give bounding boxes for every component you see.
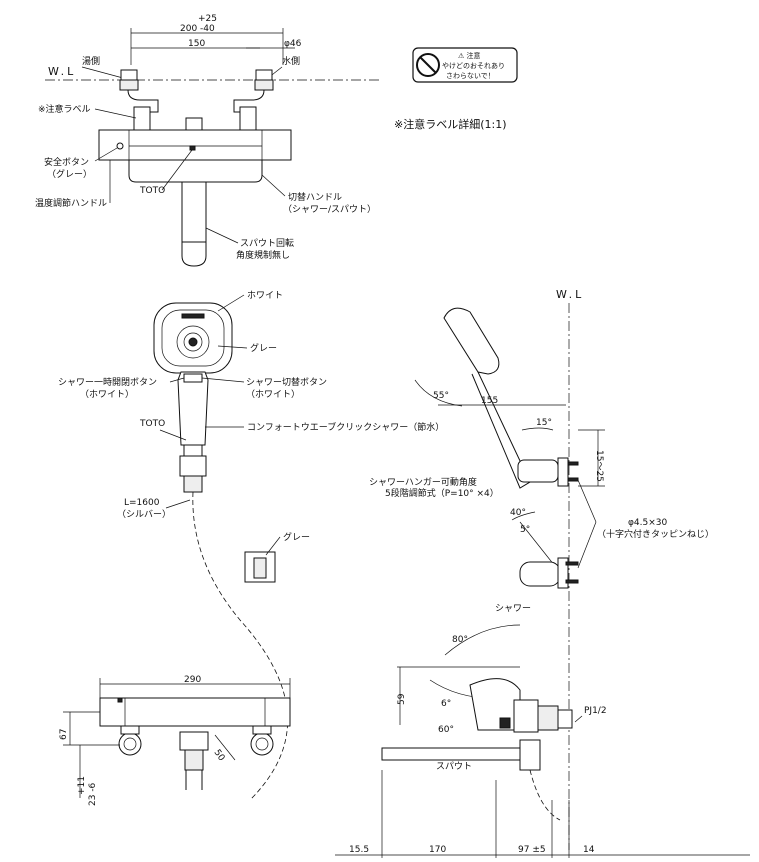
dim-59: 59 <box>397 693 407 705</box>
pj-label: PJ1/2 <box>584 706 607 716</box>
pause-button-color: （ホワイト） <box>80 389 134 400</box>
angle-5: 5° <box>520 525 530 535</box>
side-view-faucet: シャワー 80° 59 6° 60° スパウト PJ1/2 <box>381 604 607 821</box>
screw-label: φ4.5×30 <box>628 518 668 528</box>
switch-handle-sub: （シャワー/スパウト） <box>283 204 376 215</box>
side-view-shower: W.L 55° 155 15° 15～25 シャワーハンガー可動角度 5段階調節… <box>369 288 714 850</box>
dim-plus11: +11 <box>77 776 87 795</box>
angle-60: 60° <box>438 725 454 735</box>
spout-rotation-label: スパウト回転 <box>240 238 294 249</box>
angle-40: 40° <box>510 508 526 518</box>
safety-button-label: 安全ボタン <box>44 156 89 168</box>
dim-150: 150 <box>188 39 205 49</box>
bottom-dimensions: 15.5 170 97 ±5 14 <box>335 770 750 858</box>
dim-170: 170 <box>429 845 446 855</box>
gray-label: グレー <box>250 342 277 354</box>
shower-model-label: コンフォートウエーブクリックシャワー（節水） <box>247 421 444 433</box>
angle-15: 15° <box>536 418 552 428</box>
dim-155: 155 <box>481 396 498 406</box>
caution-line2: やけどのおそれあり <box>442 62 505 70</box>
white-label: ホワイト <box>247 290 283 301</box>
toto-mark-head: TOTO <box>139 419 165 429</box>
caution-detail-title: ※注意ラベル詳細(1:1) <box>394 117 507 131</box>
wl-label-top: W.L <box>48 65 76 78</box>
top-view: +25 200 -40 150 φ46 W.L 湯側 水側 ※注意ラベル <box>35 14 380 267</box>
front-view: 290 50 67 +11 23 -6 <box>59 675 291 806</box>
dim-plus25: +25 <box>198 14 217 24</box>
toto-mark-top: TOTO <box>139 186 165 196</box>
holder-detail: グレー <box>244 531 310 583</box>
safety-button-color: （グレー） <box>47 168 92 180</box>
dim-50: 50 <box>212 748 227 763</box>
switch-handle-label: 切替ハンドル <box>288 191 342 203</box>
temp-handle-label: 温度調節ハンドル <box>35 197 107 209</box>
holder-gray-label: グレー <box>283 531 310 543</box>
shower-label: シャワー <box>495 604 531 614</box>
caution-label-detail: ⚠ 注意 やけどのおそれあり さわらないで！ ※注意ラベル詳細(1:1) <box>394 47 518 131</box>
hose-length-label: L=1600 <box>124 498 160 508</box>
hanger-sub: 5段階調節式（P=10° ×4） <box>385 487 499 499</box>
spout-label: スパウト <box>436 761 472 772</box>
pause-button-label: シャワー一時開閉ボタン <box>58 377 157 388</box>
spout-rotation-sub: 角度規制無し <box>236 249 290 261</box>
dim-97: 97 ±5 <box>518 845 546 855</box>
shower-head-front: ホワイト グレー シャワー一時開閉ボタン （ホワイト） シャワー切替ボタン （ホ… <box>58 290 444 801</box>
caution-line1: ⚠ 注意 <box>458 51 481 60</box>
dim-phi46: φ46 <box>284 39 302 49</box>
water-side-label: 水側 <box>282 55 300 67</box>
wl-label-side: W.L <box>556 288 584 301</box>
switch-button-label: シャワー切替ボタン <box>246 376 327 388</box>
dim-200: 200 -40 <box>180 24 215 34</box>
dim-15-5: 15.5 <box>349 845 369 855</box>
dim-15-25: 15～25 <box>594 450 604 482</box>
hanger-label: シャワーハンガー可動角度 <box>369 476 477 488</box>
switch-button-color: （ホワイト） <box>246 389 300 400</box>
angle-55: 55° <box>433 391 449 401</box>
angle-6: 6° <box>441 699 451 709</box>
caution-line3: さわらないで！ <box>446 72 495 80</box>
dim-67: 67 <box>59 729 69 740</box>
dim-23-6: 23 -6 <box>88 782 98 806</box>
hose-color-label: （シルバー） <box>117 509 171 520</box>
dim-14: 14 <box>583 845 595 855</box>
hot-side-label: 湯側 <box>82 55 100 67</box>
screw-sub: （十字穴付きタッピンねじ） <box>597 528 714 540</box>
caution-label-callout: ※注意ラベル <box>38 103 91 115</box>
angle-80-top: 80° <box>452 635 468 645</box>
dim-290: 290 <box>184 675 201 685</box>
